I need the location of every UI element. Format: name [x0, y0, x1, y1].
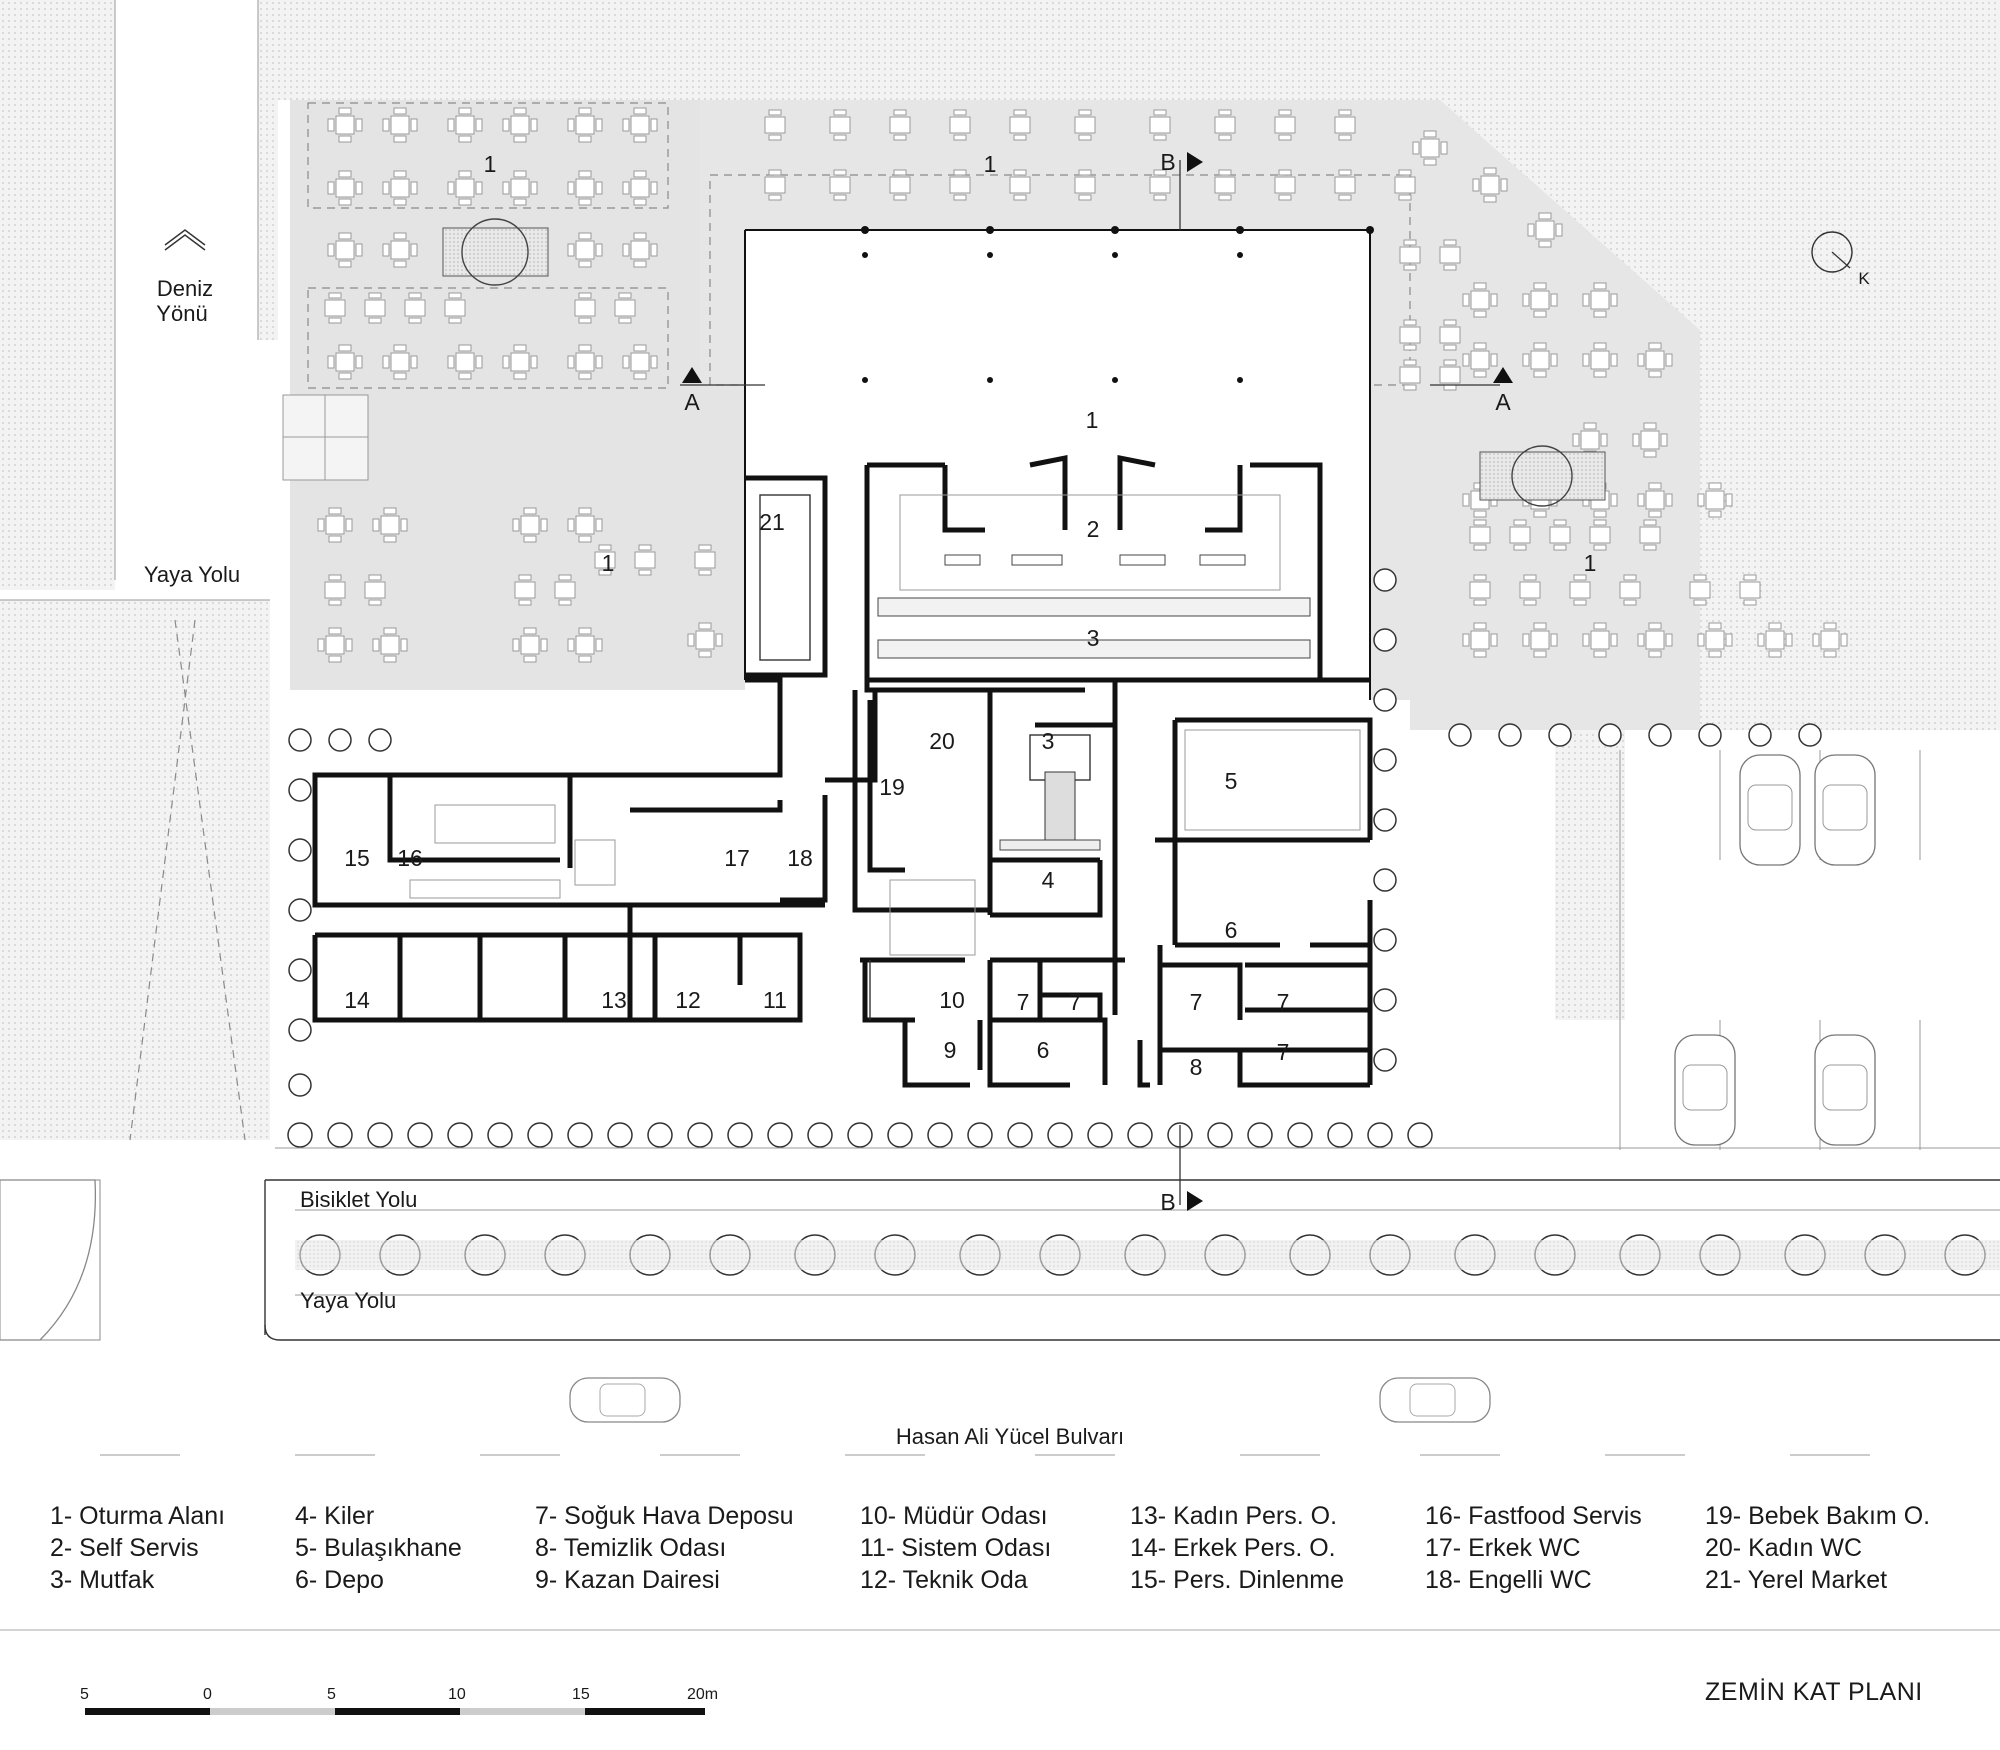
room-label-1-e: 1 [1584, 550, 1597, 576]
room-label-6-a: 6 [1225, 917, 1238, 943]
room-label-18: 18 [787, 845, 813, 871]
scale-tick-label: 10 [448, 1686, 466, 1703]
room-label-1-c: 1 [1086, 407, 1099, 433]
scale-tick-label: 0 [203, 1686, 212, 1703]
legend-item: 14- Erkek Pers. O. [1130, 1534, 1336, 1562]
legend-item: 11- Sistem Odası [860, 1534, 1052, 1562]
room-label-16: 16 [397, 845, 423, 871]
room-label-7-a: 7 [1017, 989, 1030, 1015]
legend-item: 9- Kazan Dairesi [535, 1566, 720, 1594]
room-label-14: 14 [344, 987, 370, 1013]
legend-item: 19- Bebek Bakım O. [1705, 1502, 1931, 1530]
site-paving [0, 0, 2000, 1341]
legend-column-4: 10- Müdür Odası 11- Sistem Odası 12- Tek… [860, 1500, 1051, 1596]
building-walls [312, 226, 1380, 1090]
room-label-20: 20 [929, 728, 955, 754]
legend-item: 7- Soğuk Hava Deposu [535, 1502, 794, 1530]
room-label-7-d: 7 [1277, 989, 1290, 1015]
room-legend: 1- Oturma Alanı 2- Self Servis 3- Mutfak… [0, 1500, 2000, 1620]
sea-direction-label-line2: Yönü [156, 301, 207, 326]
legend-item: 4- Kiler [295, 1502, 375, 1530]
scale-tick-label: 15 [572, 1686, 590, 1703]
legend-item: 3- Mutfak [50, 1566, 155, 1594]
room-label-21: 21 [759, 509, 785, 535]
legend-column-7: 19- Bebek Bakım O. 20- Kadın WC 21- Yere… [1705, 1500, 1930, 1596]
boulevard-label: Hasan Ali Yücel Bulvarı [896, 1424, 1124, 1449]
legend-item: 21- Yerel Market [1705, 1566, 1888, 1594]
legend-column-1: 1- Oturma Alanı 2- Self Servis 3- Mutfak [50, 1500, 225, 1596]
scale-tick-label: 5 [80, 1686, 89, 1703]
scale-tick-label: 5 [327, 1686, 336, 1703]
legend-item: 2- Self Servis [50, 1534, 199, 1562]
bike-path-label: Bisiklet Yolu [300, 1187, 417, 1212]
legend-item: 6- Depo [295, 1566, 384, 1594]
legend-item: 16- Fastfood Servis [1425, 1502, 1642, 1530]
room-label-19: 19 [879, 774, 905, 800]
legend-item: 12- Teknik Oda [860, 1566, 1028, 1594]
north-label: K [1858, 269, 1870, 288]
room-label-5: 5 [1225, 768, 1238, 794]
room-label-10: 10 [939, 987, 965, 1013]
room-label-9: 9 [944, 1037, 957, 1063]
legend-column-5: 13- Kadın Pers. O. 14- Erkek Pers. O. 15… [1130, 1500, 1344, 1596]
legend-item: 20- Kadın WC [1705, 1534, 1863, 1562]
room-label-3-b: 3 [1042, 728, 1055, 754]
room-label-13: 13 [601, 987, 627, 1013]
room-label-1-d: 1 [602, 550, 615, 576]
room-label-7-c: 7 [1190, 989, 1203, 1015]
room-label-7-e: 7 [1277, 1039, 1290, 1065]
room-label-8: 8 [1190, 1054, 1203, 1080]
section-markers [680, 152, 1853, 1211]
legend-item: 15- Pers. Dinlenme [1130, 1566, 1344, 1594]
sea-direction-label-line1: Deniz [157, 276, 213, 301]
scale-tick-label: 20m [687, 1686, 719, 1703]
legend-item: 10- Müdür Odası [860, 1502, 1048, 1530]
legend-item: 8- Temizlik Odası [535, 1534, 727, 1562]
legend-item: 5- Bulaşıkhane [295, 1534, 462, 1562]
scale-bar [85, 1708, 705, 1715]
section-a-left-label: A [684, 389, 700, 415]
plan-title: ZEMİN KAT PLANI [1705, 1678, 1923, 1706]
road-lines [0, 229, 2000, 1631]
room-label-6-b: 6 [1037, 1037, 1050, 1063]
room-label-3-a: 3 [1087, 625, 1100, 651]
room-label-11: 11 [763, 987, 787, 1013]
room-label-17: 17 [724, 845, 750, 871]
footpath-label-bottom: Yaya Yolu [300, 1288, 396, 1313]
site-labels: Deniz Yönü Yaya Yolu Bisiklet Yolu Yaya … [144, 149, 1870, 1449]
legend-item: 1- Oturma Alanı [50, 1502, 226, 1530]
legend-column-2: 4- Kiler 5- Bulaşıkhane 6- Depo [295, 1500, 462, 1596]
legend-item: 18- Engelli WC [1425, 1566, 1592, 1594]
footpath-label-left: Yaya Yolu [144, 562, 240, 587]
legend-item: 13- Kadın Pers. O. [1130, 1502, 1338, 1530]
room-label-1-a: 1 [484, 151, 497, 177]
section-a-right-label: A [1495, 389, 1511, 415]
room-label-15: 15 [344, 845, 370, 871]
room-label-12: 12 [675, 987, 701, 1013]
room-label-2: 2 [1087, 516, 1100, 542]
room-label-4: 4 [1042, 867, 1055, 893]
room-label-1-b: 1 [984, 151, 997, 177]
legend-column-6: 16- Fastfood Servis 17- Erkek WC 18- Eng… [1425, 1500, 1642, 1596]
planters [442, 218, 1606, 507]
section-b-bottom-label: B [1160, 1189, 1175, 1215]
section-b-top-label: B [1160, 149, 1175, 175]
legend-item: 17- Erkek WC [1425, 1534, 1581, 1562]
room-number-labels: 1 1 1 1 1 2 3 3 4 5 6 6 7 7 7 7 7 8 9 10… [344, 151, 1596, 1080]
legend-column-3: 7- Soğuk Hava Deposu 8- Temizlik Odası 9… [535, 1500, 793, 1596]
room-label-7-b: 7 [1069, 989, 1082, 1015]
